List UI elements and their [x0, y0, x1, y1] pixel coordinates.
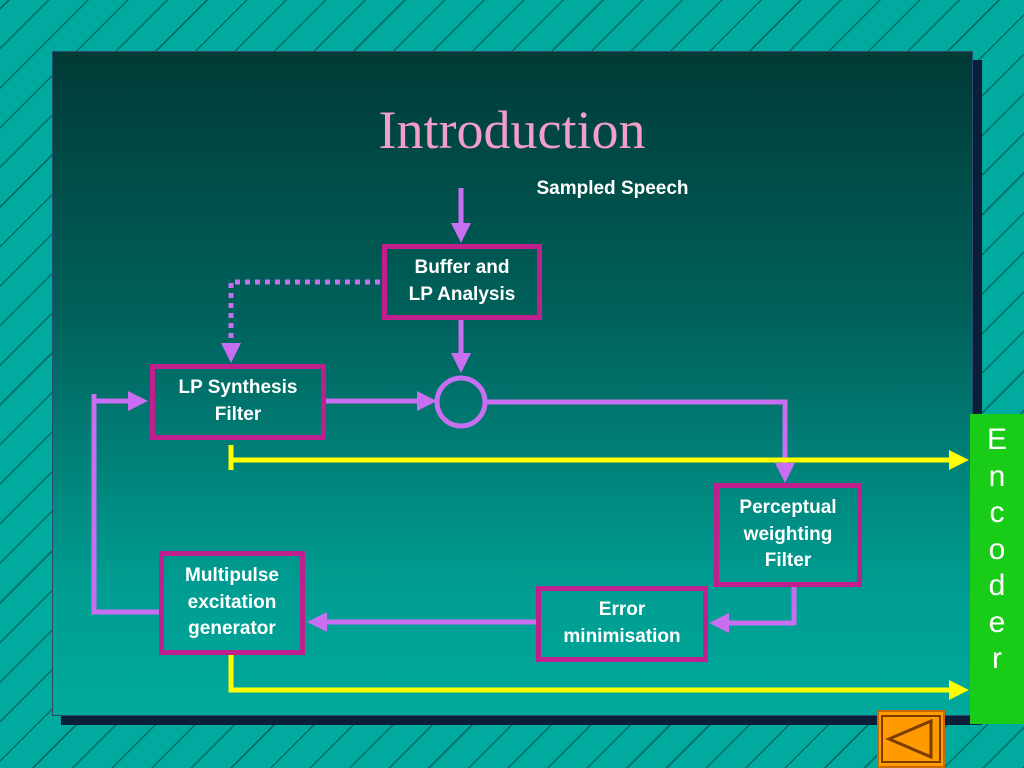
arrow-perceptual-to-error: [709, 587, 797, 633]
perceptual-weighting-filter-block: Perceptual weighting Filter: [714, 483, 862, 587]
slide-title: Introduction: [378, 100, 646, 160]
encoder-letter: E: [986, 423, 1007, 456]
back-button[interactable]: [877, 710, 945, 768]
summing-junction-circle: [434, 375, 488, 429]
error-minimisation-block: Error minimisation: [536, 586, 708, 662]
encoder-letter: o: [988, 532, 1006, 566]
arrow-lp-coefficients-dotted: [221, 279, 380, 363]
sampled-speech-label: Sampled Speech: [536, 178, 689, 199]
multipulse-excitation-generator-block: Multipulse excitation generator: [159, 551, 305, 655]
encoder-letter: c: [989, 496, 1005, 529]
arrow-junction-to-perceptual: [485, 399, 795, 483]
encoder-letter: n: [988, 459, 1006, 493]
left-triangle-icon: [881, 715, 941, 763]
lp-synthesis-filter-block: LP Synthesis Filter: [150, 364, 326, 440]
encoder-letter: e: [988, 605, 1006, 639]
buffer-lp-analysis-block: Buffer and LP Analysis: [382, 244, 542, 320]
arrow-lower-to-encoder: [228, 655, 969, 700]
content-panel: [52, 51, 973, 716]
arrow-multipulse-to-synthesis: [91, 391, 159, 615]
encoder-letter: d: [988, 569, 1006, 602]
encoder-letter: r: [992, 642, 1002, 675]
